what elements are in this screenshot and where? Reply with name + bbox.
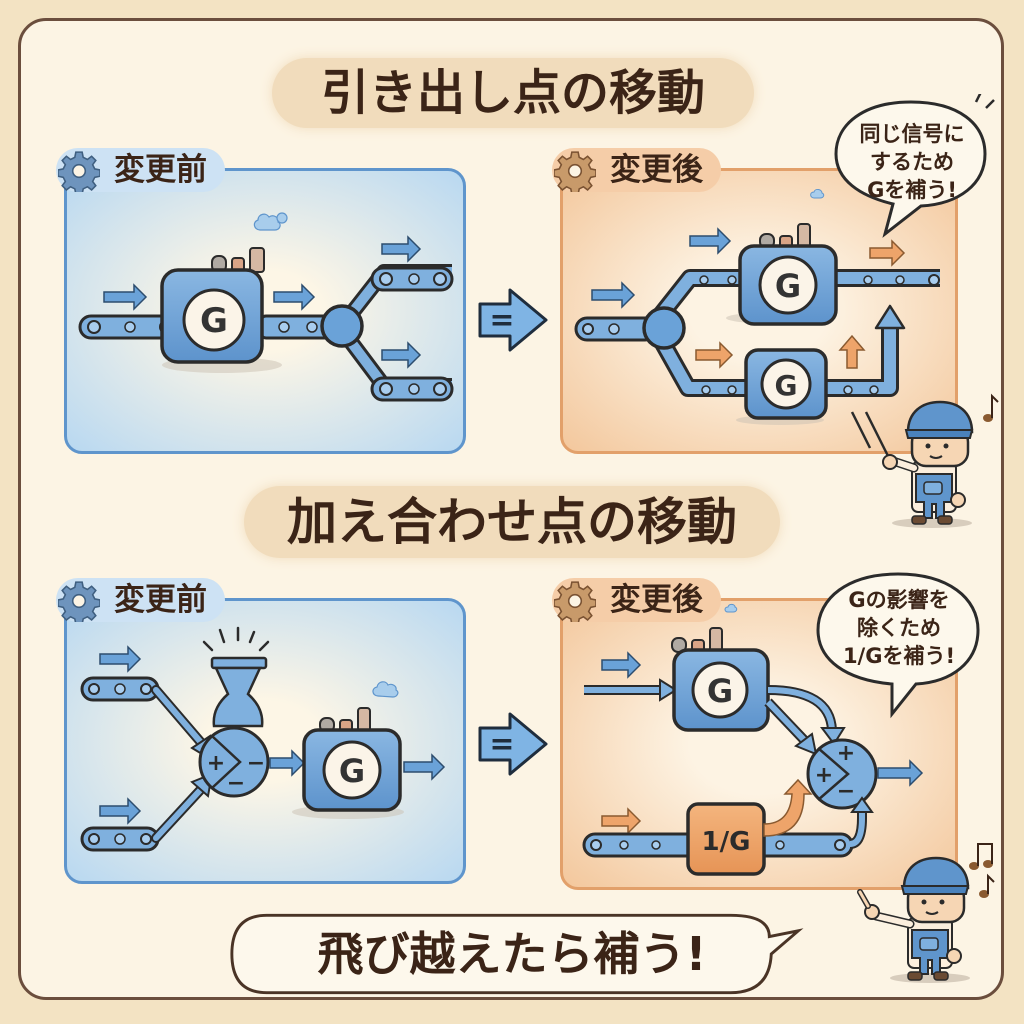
signal-arrow xyxy=(403,753,446,781)
conveyor-belt xyxy=(80,826,160,852)
block-label: G xyxy=(775,267,801,305)
conveyor-belt xyxy=(370,376,454,402)
branch-point xyxy=(642,306,686,350)
signal-arrow-orange xyxy=(869,239,906,267)
sign-minus: − xyxy=(227,771,245,796)
block-label: 1/G xyxy=(702,827,751,857)
music-note-icon xyxy=(979,873,995,898)
smoke-icon xyxy=(724,603,738,613)
signal-arrow-orange xyxy=(695,341,734,369)
label-text: 変更前 xyxy=(114,152,207,188)
signal-arrow-orange xyxy=(763,778,813,837)
conveyor-belt xyxy=(574,316,658,342)
block-label: G xyxy=(200,301,228,341)
signal-arrow xyxy=(591,281,636,309)
label-pickoff-before: 変更前 xyxy=(56,148,225,192)
gear-icon xyxy=(58,151,100,192)
sign-minus: − xyxy=(247,751,265,776)
worker-character xyxy=(864,393,999,528)
signal-arrow xyxy=(381,235,422,263)
signal-arrow xyxy=(99,645,142,673)
signal-arrow-orange xyxy=(838,334,866,369)
equals-symbol: = xyxy=(489,727,514,762)
label-text: 変更前 xyxy=(114,582,207,618)
equals-symbol: = xyxy=(489,303,514,338)
comment-line: 1/Gを補う! xyxy=(842,644,956,668)
comment-line: 同じ信号に xyxy=(859,122,965,146)
sign-plus: + xyxy=(837,741,855,766)
label-text: 変更後 xyxy=(610,582,703,618)
diagram-pickoff-after: G G xyxy=(574,189,940,449)
signal-arrow xyxy=(877,759,924,787)
conclusion-text: 飛び越えたら補う! xyxy=(317,927,707,981)
g-block: G xyxy=(292,681,404,819)
transition-arrow: = xyxy=(478,288,548,352)
sign-plus: + xyxy=(207,751,225,776)
sparkle-icon xyxy=(202,626,270,652)
block-label: G xyxy=(339,752,365,790)
comment-line: Gの影響を xyxy=(848,588,950,612)
music-note-icon xyxy=(969,843,993,870)
comment-line: 除くため xyxy=(857,616,941,640)
g-block: G xyxy=(726,189,838,326)
sign-minus: − xyxy=(837,779,855,804)
conveyor-belt xyxy=(80,676,160,702)
conclusion-bubble xyxy=(230,913,804,995)
signal-arrow xyxy=(689,227,732,255)
transition-arrow: = xyxy=(478,712,548,776)
inverse-g-block: 1/G xyxy=(686,802,766,876)
smoke-icon xyxy=(372,681,399,698)
summing-point: + + − xyxy=(806,738,878,810)
gear-icon xyxy=(58,581,100,622)
gear-icon xyxy=(554,151,596,192)
comment-bubble xyxy=(834,94,995,238)
diagram-summing-before: + − − G xyxy=(80,626,446,852)
signal-arrow xyxy=(269,749,306,777)
section-title-summing: 加え合わせ点の移動 xyxy=(244,486,780,558)
sign-plus: + xyxy=(815,763,833,788)
signal-arrow xyxy=(103,283,148,311)
signal-arrow xyxy=(99,797,142,825)
worker-character xyxy=(857,843,995,983)
comment-line: Gを補う! xyxy=(867,178,957,202)
signal-arrow xyxy=(381,341,422,369)
label-summing-after: 変更後 xyxy=(552,578,721,622)
conveyor-belt xyxy=(370,266,454,292)
label-text: 変更後 xyxy=(610,152,703,188)
diagram-summing-after: G + + − 1/G xyxy=(582,603,924,876)
smoke-icon xyxy=(810,189,825,199)
comment-line: するため xyxy=(870,150,954,174)
diagram-pickoff-before: G xyxy=(78,212,454,402)
hard-hat-icon xyxy=(906,400,974,434)
label-summing-before: 変更前 xyxy=(56,578,225,622)
hard-hat-icon xyxy=(902,856,970,890)
g-block: G xyxy=(671,603,770,732)
block-label: G xyxy=(775,369,798,402)
section-title-pickoff: 引き出し点の移動 xyxy=(272,58,754,128)
signal-arrow xyxy=(601,651,642,679)
summing-point: + − − xyxy=(198,626,270,798)
music-note-icon xyxy=(983,393,999,422)
signal-arrow xyxy=(273,283,316,311)
branch-point xyxy=(320,304,364,348)
comment-text-summing: Gの影響を 除くため 1/Gを補う! xyxy=(820,586,978,670)
g-block-compensator: G xyxy=(736,348,828,425)
block-label: G xyxy=(707,672,733,710)
smoke-icon xyxy=(253,213,281,231)
label-pickoff-after: 変更後 xyxy=(552,148,721,192)
g-block: G xyxy=(160,212,288,373)
signal-arrow-orange xyxy=(601,807,642,835)
comment-bubble xyxy=(816,572,980,719)
gear-icon xyxy=(554,581,596,622)
comment-text-pickoff: 同じ信号に するため Gを補う! xyxy=(836,120,988,204)
